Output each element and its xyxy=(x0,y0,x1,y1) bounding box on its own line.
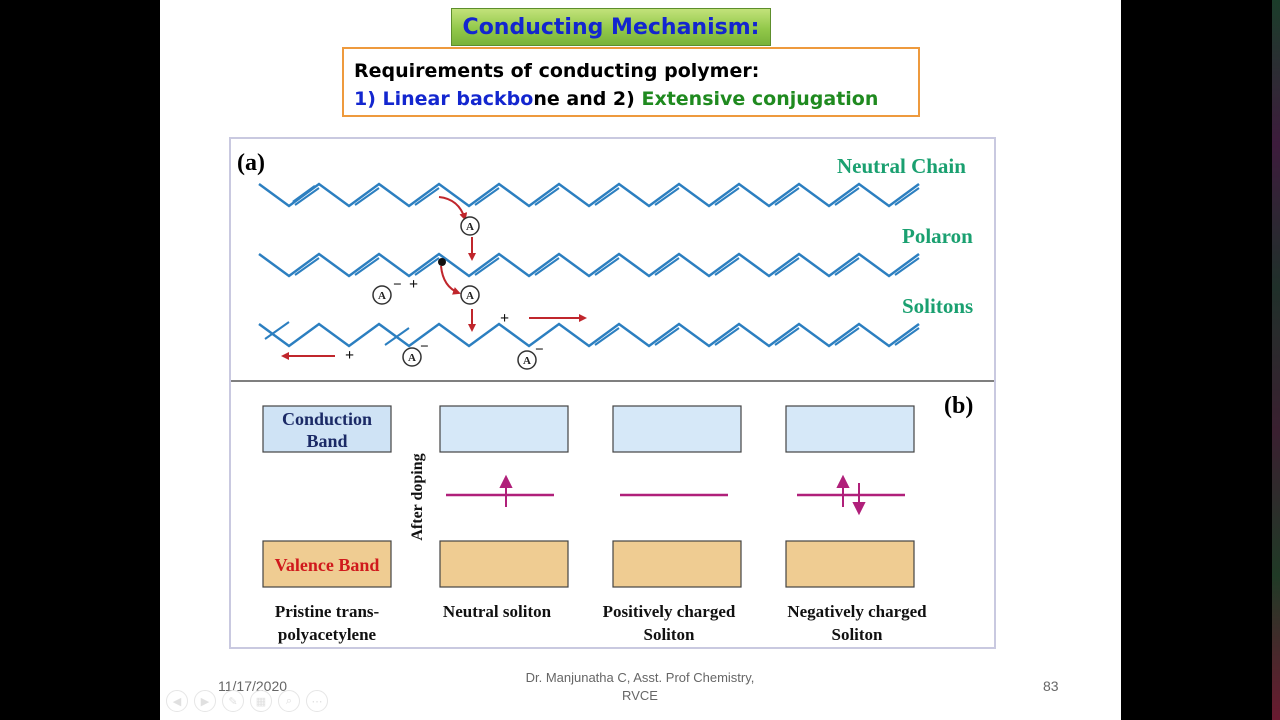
requirements-heading: Requirements of conducting polymer: xyxy=(354,60,760,82)
valence-band-neutral xyxy=(439,540,569,588)
electron-transfer-arrow-2 xyxy=(440,265,461,295)
polaron-radical-dot xyxy=(438,258,446,266)
footer-author-line1: Dr. Manjunatha C, Asst. Prof Chemistry, xyxy=(525,670,755,685)
caption-pristine-2: polyacetylene xyxy=(278,625,377,644)
caption-pristine-1: Pristine trans- xyxy=(275,602,380,621)
valence-band-label: Valence Band xyxy=(275,555,380,575)
requirements-items: 1) Linear backbone and 2) Extensive conj… xyxy=(354,85,918,113)
electron-transfer-arrow-1 xyxy=(438,196,468,221)
slides-icon[interactable]: ▦ xyxy=(250,690,272,712)
footer-author: Dr. Manjunatha C, Asst. Prof Chemistry, … xyxy=(490,669,790,705)
caption-neutral-soliton: Neutral soliton xyxy=(443,602,552,621)
more-icon[interactable]: ⋯ xyxy=(306,690,328,712)
conduction-band-positive xyxy=(612,405,742,453)
charge-plus: + xyxy=(409,276,418,293)
acceptor-label: A xyxy=(408,352,416,364)
soliton-chain-double-bonds xyxy=(264,321,920,346)
slide: Conducting Mechanism: Requirements of co… xyxy=(160,0,1121,720)
acceptor-label: A xyxy=(378,290,386,302)
caption-negative-2: Soliton xyxy=(831,625,883,644)
label-polaron: Polaron xyxy=(902,224,973,248)
acceptor-2: A xyxy=(372,285,392,305)
charge-minus: − xyxy=(393,277,402,293)
prev-icon[interactable]: ◀ xyxy=(166,690,188,712)
acceptor-4: A xyxy=(402,347,422,367)
neutral-chain-double-bonds xyxy=(292,184,316,204)
spin-up-arrow xyxy=(499,474,513,507)
soliton-figure: (a) Neutral Chain Polaron Solitons xyxy=(229,137,996,649)
polaron-chain xyxy=(258,252,920,278)
footer-page-number: 83 xyxy=(1043,678,1059,694)
acceptor-label: A xyxy=(523,355,531,367)
acceptor-5: A xyxy=(517,350,537,370)
acceptor-label: A xyxy=(466,221,474,233)
caption-negative-1: Negatively charged xyxy=(787,602,927,621)
next-icon[interactable]: ▶ xyxy=(194,690,216,712)
after-doping-label: After doping xyxy=(409,453,426,540)
requirement-extensive-conjugation: Extensive conjugation xyxy=(641,88,879,110)
slide-title: Conducting Mechanism: xyxy=(451,8,771,46)
conduction-band-label-1: Conduction xyxy=(282,409,372,429)
spin-down-arrow xyxy=(852,483,866,516)
label-neutral-chain: Neutral Chain xyxy=(837,154,966,178)
slideshow-controls: ◀ ▶ ✎ ▦ ⌕ ⋯ xyxy=(166,690,328,712)
requirements-box: Requirements of conducting polymer: 1) L… xyxy=(342,47,920,117)
panel-b-label: (b) xyxy=(944,393,973,419)
pen-icon[interactable]: ✎ xyxy=(222,690,244,712)
soliton-chain xyxy=(258,322,920,348)
conduction-band-negative xyxy=(785,405,915,453)
edge-strip xyxy=(1272,0,1280,720)
label-solitons: Solitons xyxy=(902,294,973,318)
charge-plus: + xyxy=(500,310,509,327)
acceptor-label: A xyxy=(466,290,474,302)
conduction-band-pristine xyxy=(262,405,392,453)
polaron-chain-double-bonds xyxy=(294,257,920,276)
figure-svg: (a) Neutral Chain Polaron Solitons xyxy=(231,150,994,644)
valence-band-pristine xyxy=(262,540,392,588)
charge-plus: + xyxy=(345,347,354,364)
valence-band-negative xyxy=(785,540,915,588)
conduction-band-label-2: Band xyxy=(306,431,347,451)
requirement-linear-backbone: 1) Linear backbo xyxy=(354,88,534,110)
neutral-chain-double-bonds xyxy=(294,187,920,206)
charge-minus: − xyxy=(420,339,429,355)
requirement-connector: ne and 2) xyxy=(533,88,635,110)
zoom-icon[interactable]: ⌕ xyxy=(278,690,300,712)
charge-minus: − xyxy=(535,342,544,358)
valence-band-positive xyxy=(612,540,742,588)
caption-positive-2: Soliton xyxy=(643,625,695,644)
conduction-band-neutral xyxy=(439,405,569,453)
footer-author-line2: RVCE xyxy=(622,688,658,703)
acceptor-3: A xyxy=(460,285,480,305)
acceptor-1: A xyxy=(460,216,480,236)
panel-a-label: (a) xyxy=(237,150,265,176)
spin-up-arrow xyxy=(836,474,850,507)
caption-positive-1: Positively charged xyxy=(603,602,736,621)
neutral-chain xyxy=(258,182,920,208)
